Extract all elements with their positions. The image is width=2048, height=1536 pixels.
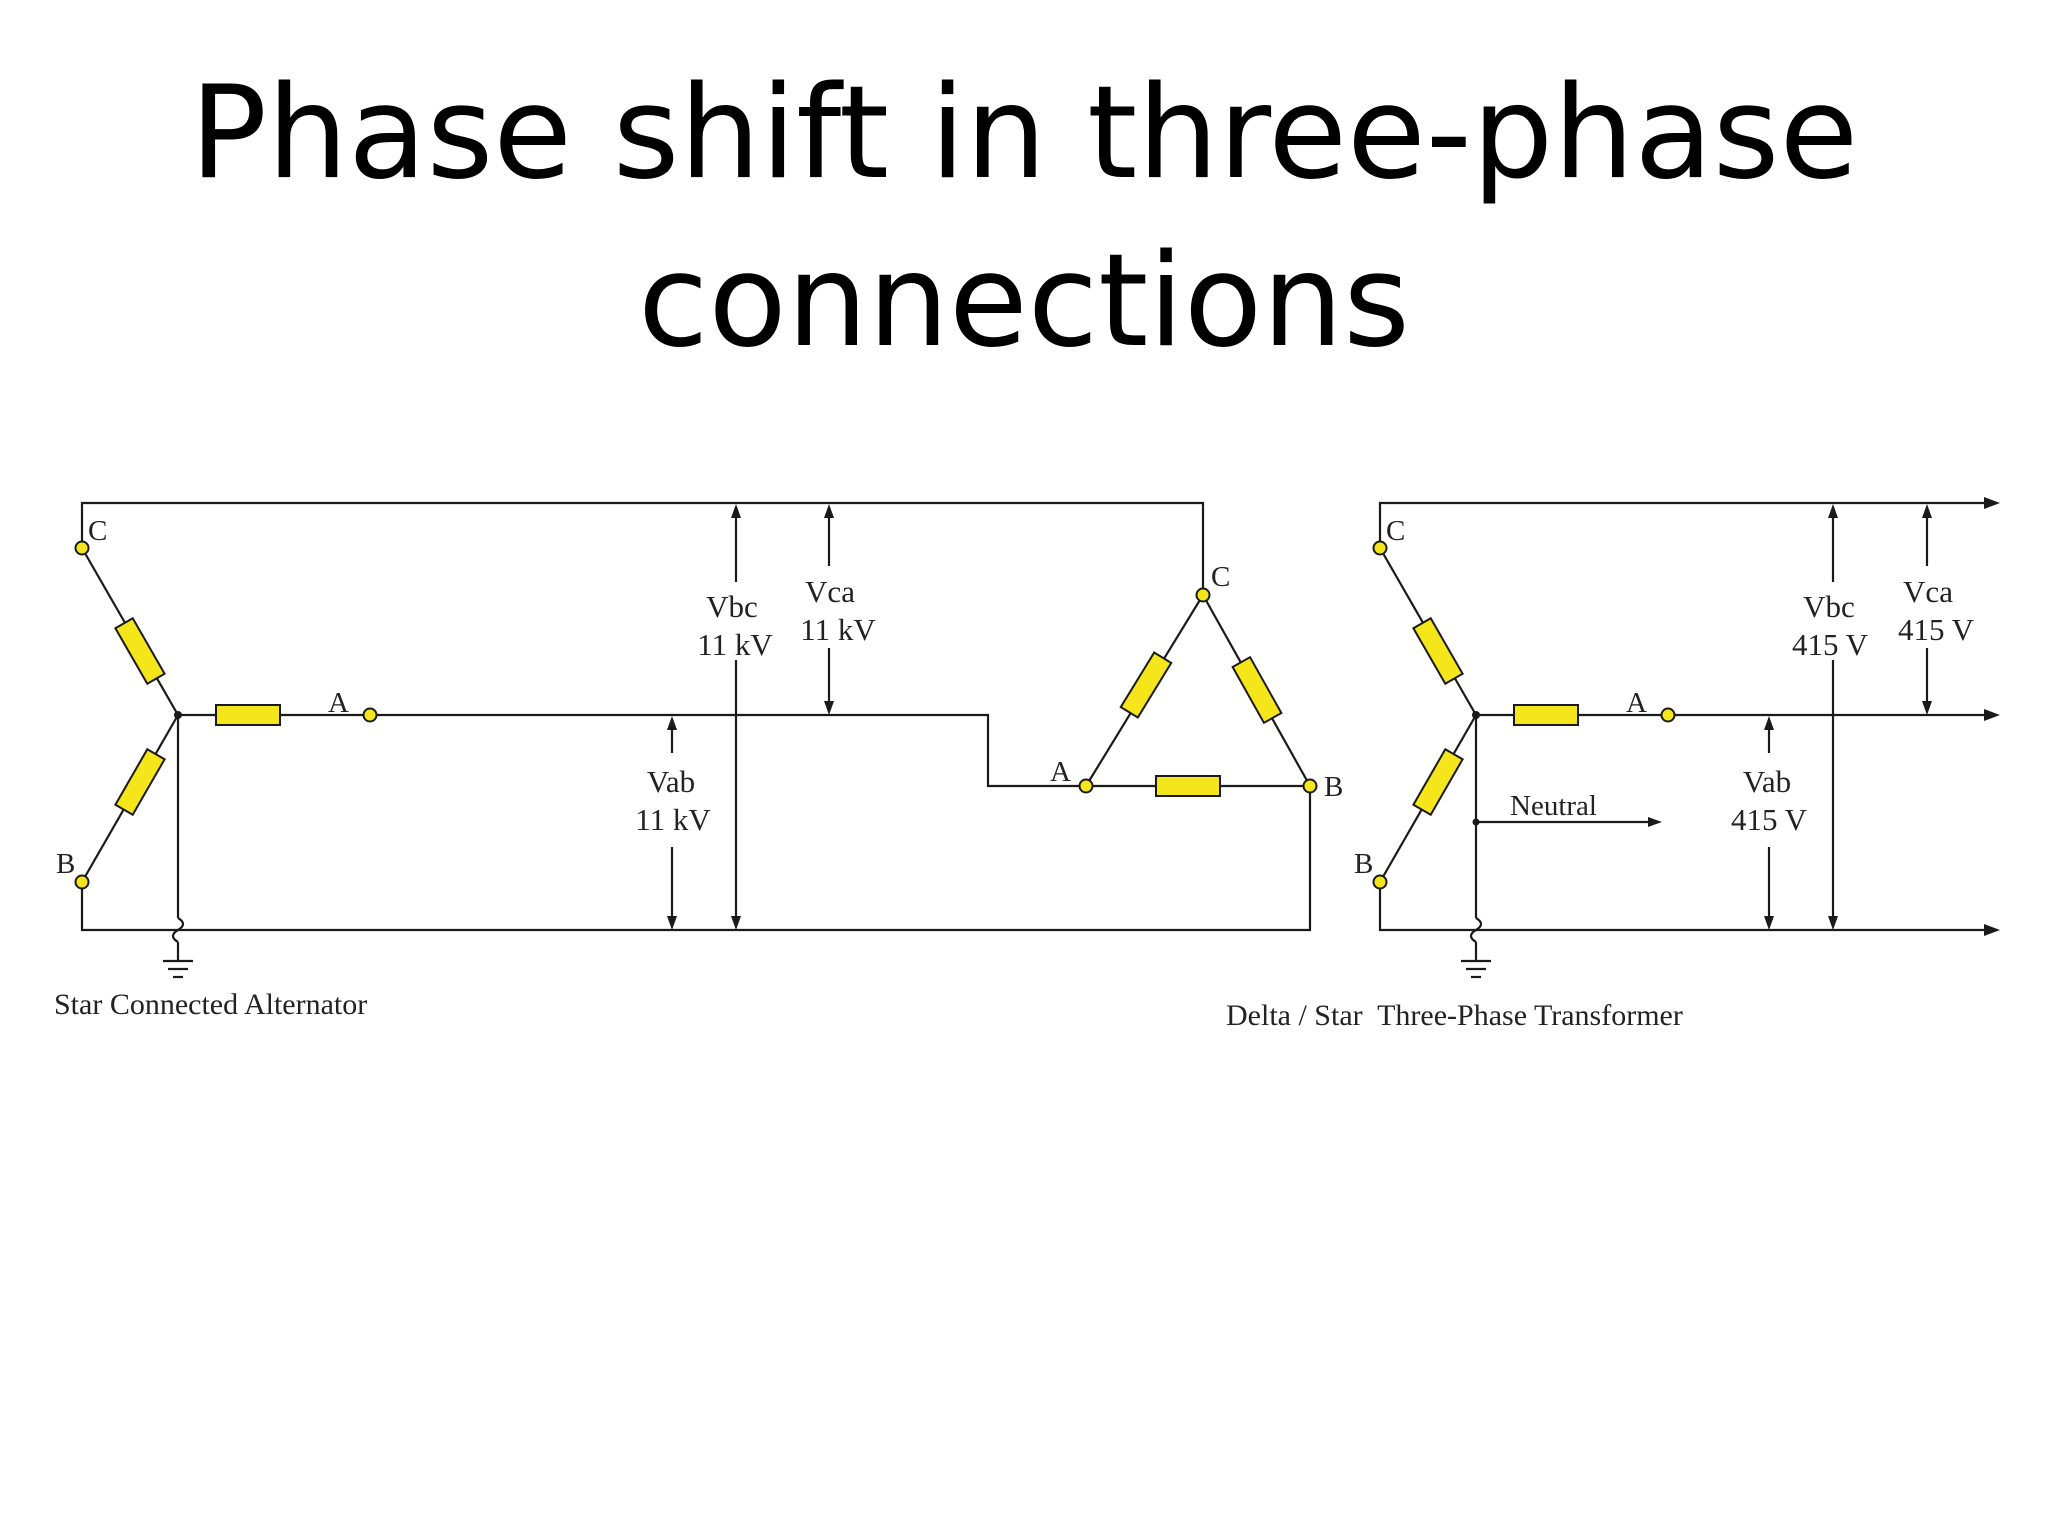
left-star-winding-b bbox=[114, 747, 166, 817]
left-vca-arrow bbox=[824, 504, 834, 715]
right-star-label-c: C bbox=[1386, 515, 1405, 547]
left-delta-terminal-b bbox=[1302, 778, 1318, 794]
right-wires bbox=[1378, 501, 1988, 960]
slide-title: Phase shift in three-phase connections bbox=[0, 50, 2048, 386]
right-caption: Delta / Star Three-Phase Transformer bbox=[1226, 999, 1683, 1032]
right-output-arrow-c bbox=[1984, 497, 2000, 509]
left-vca-name: Vca bbox=[805, 574, 855, 609]
left-delta-terminal-c bbox=[1195, 587, 1211, 603]
left-delta-label-a: A bbox=[1050, 756, 1071, 788]
right-terminal-c bbox=[1372, 540, 1388, 556]
right-star-point bbox=[1472, 711, 1480, 719]
left-delta-winding-ca bbox=[1119, 651, 1173, 719]
left-terminal-c bbox=[74, 540, 90, 556]
right-vca-name: Vca bbox=[1903, 574, 1953, 609]
left-star-winding-c bbox=[114, 616, 166, 686]
left-vab-name: Vab bbox=[647, 764, 695, 799]
left-vbc-arrow bbox=[731, 504, 741, 930]
right-star-winding-a bbox=[1513, 704, 1579, 726]
left-ground-icon bbox=[163, 959, 193, 979]
right-vca-arrow bbox=[1922, 504, 1932, 715]
left-star-label-b: B bbox=[56, 848, 75, 880]
left-terminal-a bbox=[362, 707, 378, 723]
right-star-winding-c bbox=[1412, 616, 1464, 686]
left-delta-winding-cb bbox=[1231, 655, 1283, 725]
right-output-arrow-b bbox=[1984, 924, 2000, 936]
left-delta-label-c: C bbox=[1211, 561, 1230, 593]
left-star-winding-a bbox=[215, 704, 281, 726]
left-vbc-value: 11 kV bbox=[697, 627, 773, 662]
right-terminal-a bbox=[1660, 707, 1676, 723]
left-vab-arrow bbox=[667, 716, 677, 930]
slide-title-line-1: Phase shift in three-phase bbox=[189, 59, 1859, 208]
right-neutral-label: Neutral bbox=[1510, 790, 1597, 822]
left-caption: Star Connected Alternator bbox=[54, 988, 367, 1021]
right-terminal-b bbox=[1372, 874, 1388, 890]
left-delta-label-b: B bbox=[1324, 771, 1343, 803]
right-output-arrow-a bbox=[1984, 709, 2000, 721]
left-wires bbox=[80, 501, 1312, 960]
left-star-label-a: A bbox=[328, 687, 349, 719]
right-vca-value: 415 V bbox=[1898, 612, 1975, 647]
left-circuit: C B A C A B Vbc 11 kV Vca 11 kV Va bbox=[54, 501, 1343, 1021]
right-circuit: C B A Neutral Vbc 415 V Vca 415 V Vab 41… bbox=[1226, 497, 2000, 1032]
left-vbc-name: Vbc bbox=[706, 589, 758, 624]
right-star-winding-b bbox=[1412, 747, 1464, 817]
left-star-point bbox=[174, 711, 182, 719]
right-neutral-junction bbox=[1472, 818, 1480, 826]
left-delta-winding-ab bbox=[1155, 775, 1221, 797]
left-terminal-b bbox=[74, 874, 90, 890]
right-vbc-arrow bbox=[1828, 504, 1838, 930]
slide-title-line-2: connections bbox=[638, 227, 1410, 376]
left-vab-value: 11 kV bbox=[635, 802, 711, 837]
right-star-label-a: A bbox=[1626, 687, 1647, 719]
right-vbc-name: Vbc bbox=[1803, 589, 1855, 624]
left-star-label-c: C bbox=[88, 515, 107, 547]
right-vab-name: Vab bbox=[1743, 764, 1791, 799]
right-star-label-b: B bbox=[1354, 848, 1373, 880]
right-vab-arrow bbox=[1764, 716, 1774, 930]
left-delta-terminal-a bbox=[1078, 778, 1094, 794]
left-vca-value: 11 kV bbox=[800, 612, 876, 647]
right-vab-value: 415 V bbox=[1731, 802, 1808, 837]
right-neutral-arrow bbox=[1648, 817, 1662, 827]
right-vbc-value: 415 V bbox=[1792, 627, 1869, 662]
right-ground-icon bbox=[1461, 959, 1491, 979]
